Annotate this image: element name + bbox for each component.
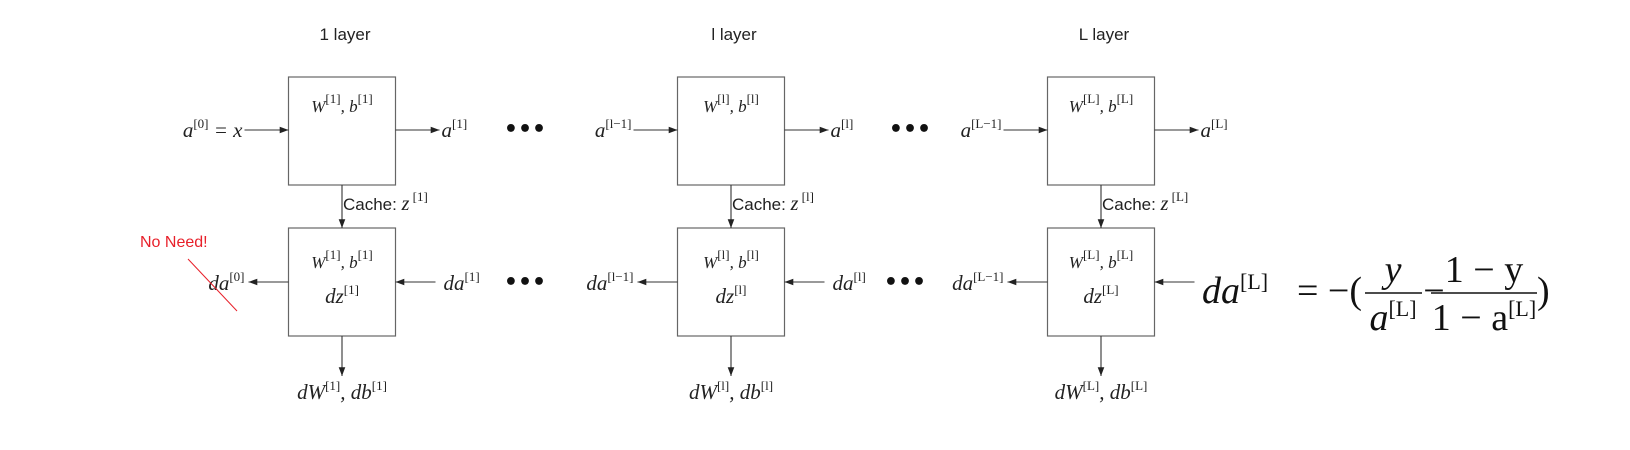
- backward-block: [676, 227, 786, 337]
- no-need-annotation: No Need!: [140, 234, 208, 251]
- ellipsis: •••: [889, 117, 931, 142]
- backward-output-label: da[l−1]: [586, 269, 633, 295]
- backward-output-label: da[L−1]: [952, 269, 1003, 295]
- layer-title: 1 layer: [319, 25, 370, 44]
- forward-block: [1046, 76, 1156, 186]
- dz-label: dz[L]: [1083, 282, 1118, 308]
- cache-label: Cache: z [l]: [732, 189, 814, 215]
- fraction1-numerator: y: [1381, 249, 1402, 291]
- forward-input-label: a[L−1]: [961, 116, 1002, 142]
- gradients-label: dW[L], db[L]: [1055, 378, 1148, 404]
- da-L-formula: = −( y−1 − y): [1297, 249, 1550, 312]
- gradients-label: dW[l], db[l]: [689, 378, 773, 404]
- backward-block: [1046, 227, 1156, 337]
- ellipsis: •••: [504, 270, 546, 295]
- backward-output-label: da[0]: [208, 269, 244, 295]
- gradients-label: dW[1], db[1]: [297, 378, 387, 404]
- backward-input-label: da[1]: [444, 269, 480, 295]
- forward-input-label: a[l−1]: [595, 116, 632, 142]
- formula-lhs: da[L]: [1202, 269, 1268, 312]
- forward-output-label: a[L]: [1201, 116, 1228, 142]
- strike-line: [187, 258, 238, 312]
- cache-label: Cache: z [1]: [343, 189, 428, 215]
- backward-params: W[1], b[1]: [311, 247, 373, 272]
- dz-label: dz[1]: [325, 282, 359, 308]
- fraction1-denominator: a[L]: [1369, 296, 1416, 339]
- layer-3: L layer: [1046, 25, 1156, 337]
- fraction2-numerator: 1 − y: [1445, 249, 1523, 291]
- ellipsis: •••: [504, 117, 546, 142]
- forward-params: W[l], b[l]: [703, 91, 759, 116]
- layer-1: 1 layer: [287, 25, 397, 337]
- layer-title: L layer: [1079, 25, 1130, 44]
- backward-input-label: da[l]: [833, 269, 866, 295]
- forward-output-label: a[1]: [442, 116, 468, 142]
- formula-equals: = −(: [1297, 270, 1362, 312]
- dz-label: dz[l]: [716, 282, 747, 308]
- forward-params: W[1], b[1]: [311, 91, 373, 116]
- forward-block: [676, 76, 786, 186]
- ellipsis: •••: [884, 270, 926, 295]
- formula-close-paren: ): [1537, 270, 1550, 312]
- forward-params: W[L], b[L]: [1069, 91, 1133, 116]
- layer-title: l layer: [711, 25, 757, 44]
- formula-minus: −: [1423, 270, 1444, 312]
- cache-label: Cache: z [L]: [1102, 189, 1188, 215]
- backward-params: W[l], b[l]: [703, 247, 759, 272]
- backward-params: W[L], b[L]: [1069, 247, 1133, 272]
- fraction2-denominator: 1 − a[L]: [1432, 296, 1536, 339]
- forward-output-label: a[l]: [831, 116, 854, 142]
- backward-block: [287, 227, 397, 337]
- forward-input-label: a[0] = x: [183, 116, 243, 142]
- forward-block: [287, 76, 397, 186]
